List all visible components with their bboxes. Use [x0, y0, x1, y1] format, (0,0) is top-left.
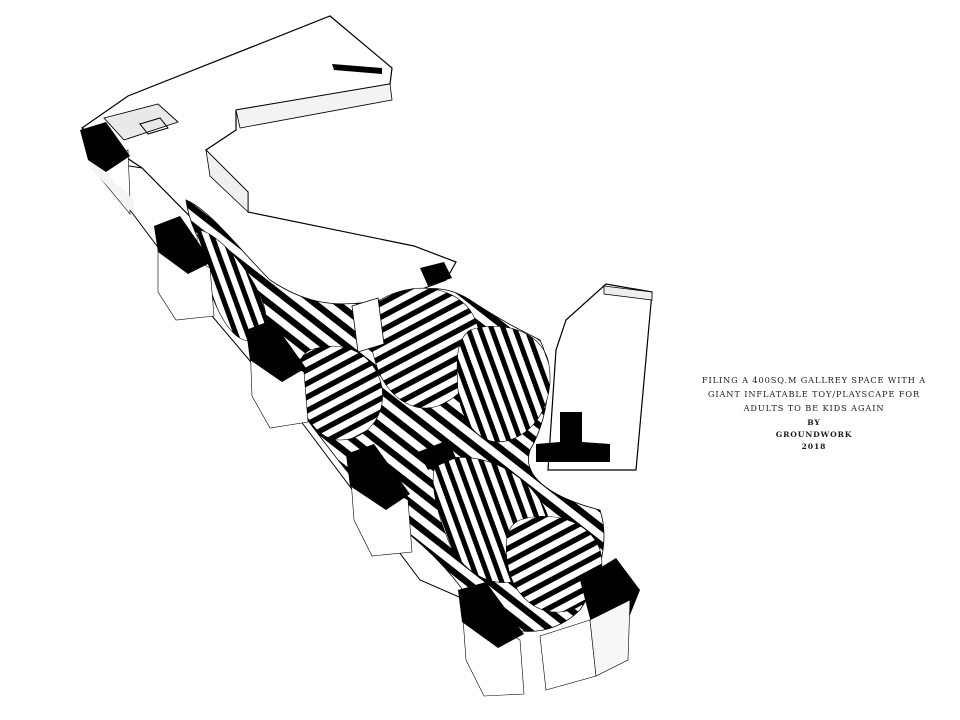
column-1 — [80, 122, 134, 215]
caption-line-2: GIANT INFLATABLE TOY/PLAYSCAPE FOR — [707, 389, 921, 399]
right-annex — [536, 283, 653, 471]
column-2 — [154, 216, 215, 321]
column-5 — [458, 582, 525, 697]
column-3 — [246, 320, 309, 429]
caption-line-1: FILING A 400SQ.M GALLREY SPACE WITH A — [701, 375, 927, 385]
column-7 — [418, 440, 456, 470]
caption-line-3: ADULTS TO BE KIDS AGAIN — [743, 403, 885, 413]
column-4 — [346, 444, 413, 557]
exterior-columns — [80, 122, 640, 697]
zebra-inflatable-landscape — [185, 199, 605, 632]
upper-floor-slab — [80, 15, 457, 331]
caption-author: GROUNDWORK — [775, 430, 853, 439]
project-caption: FILING A 400SQ.M GALLREY SPACE WITH A GI… — [690, 373, 938, 453]
caption-by: BY — [807, 418, 821, 427]
column-6 — [539, 558, 640, 691]
caption-year: 2018 — [801, 442, 827, 451]
